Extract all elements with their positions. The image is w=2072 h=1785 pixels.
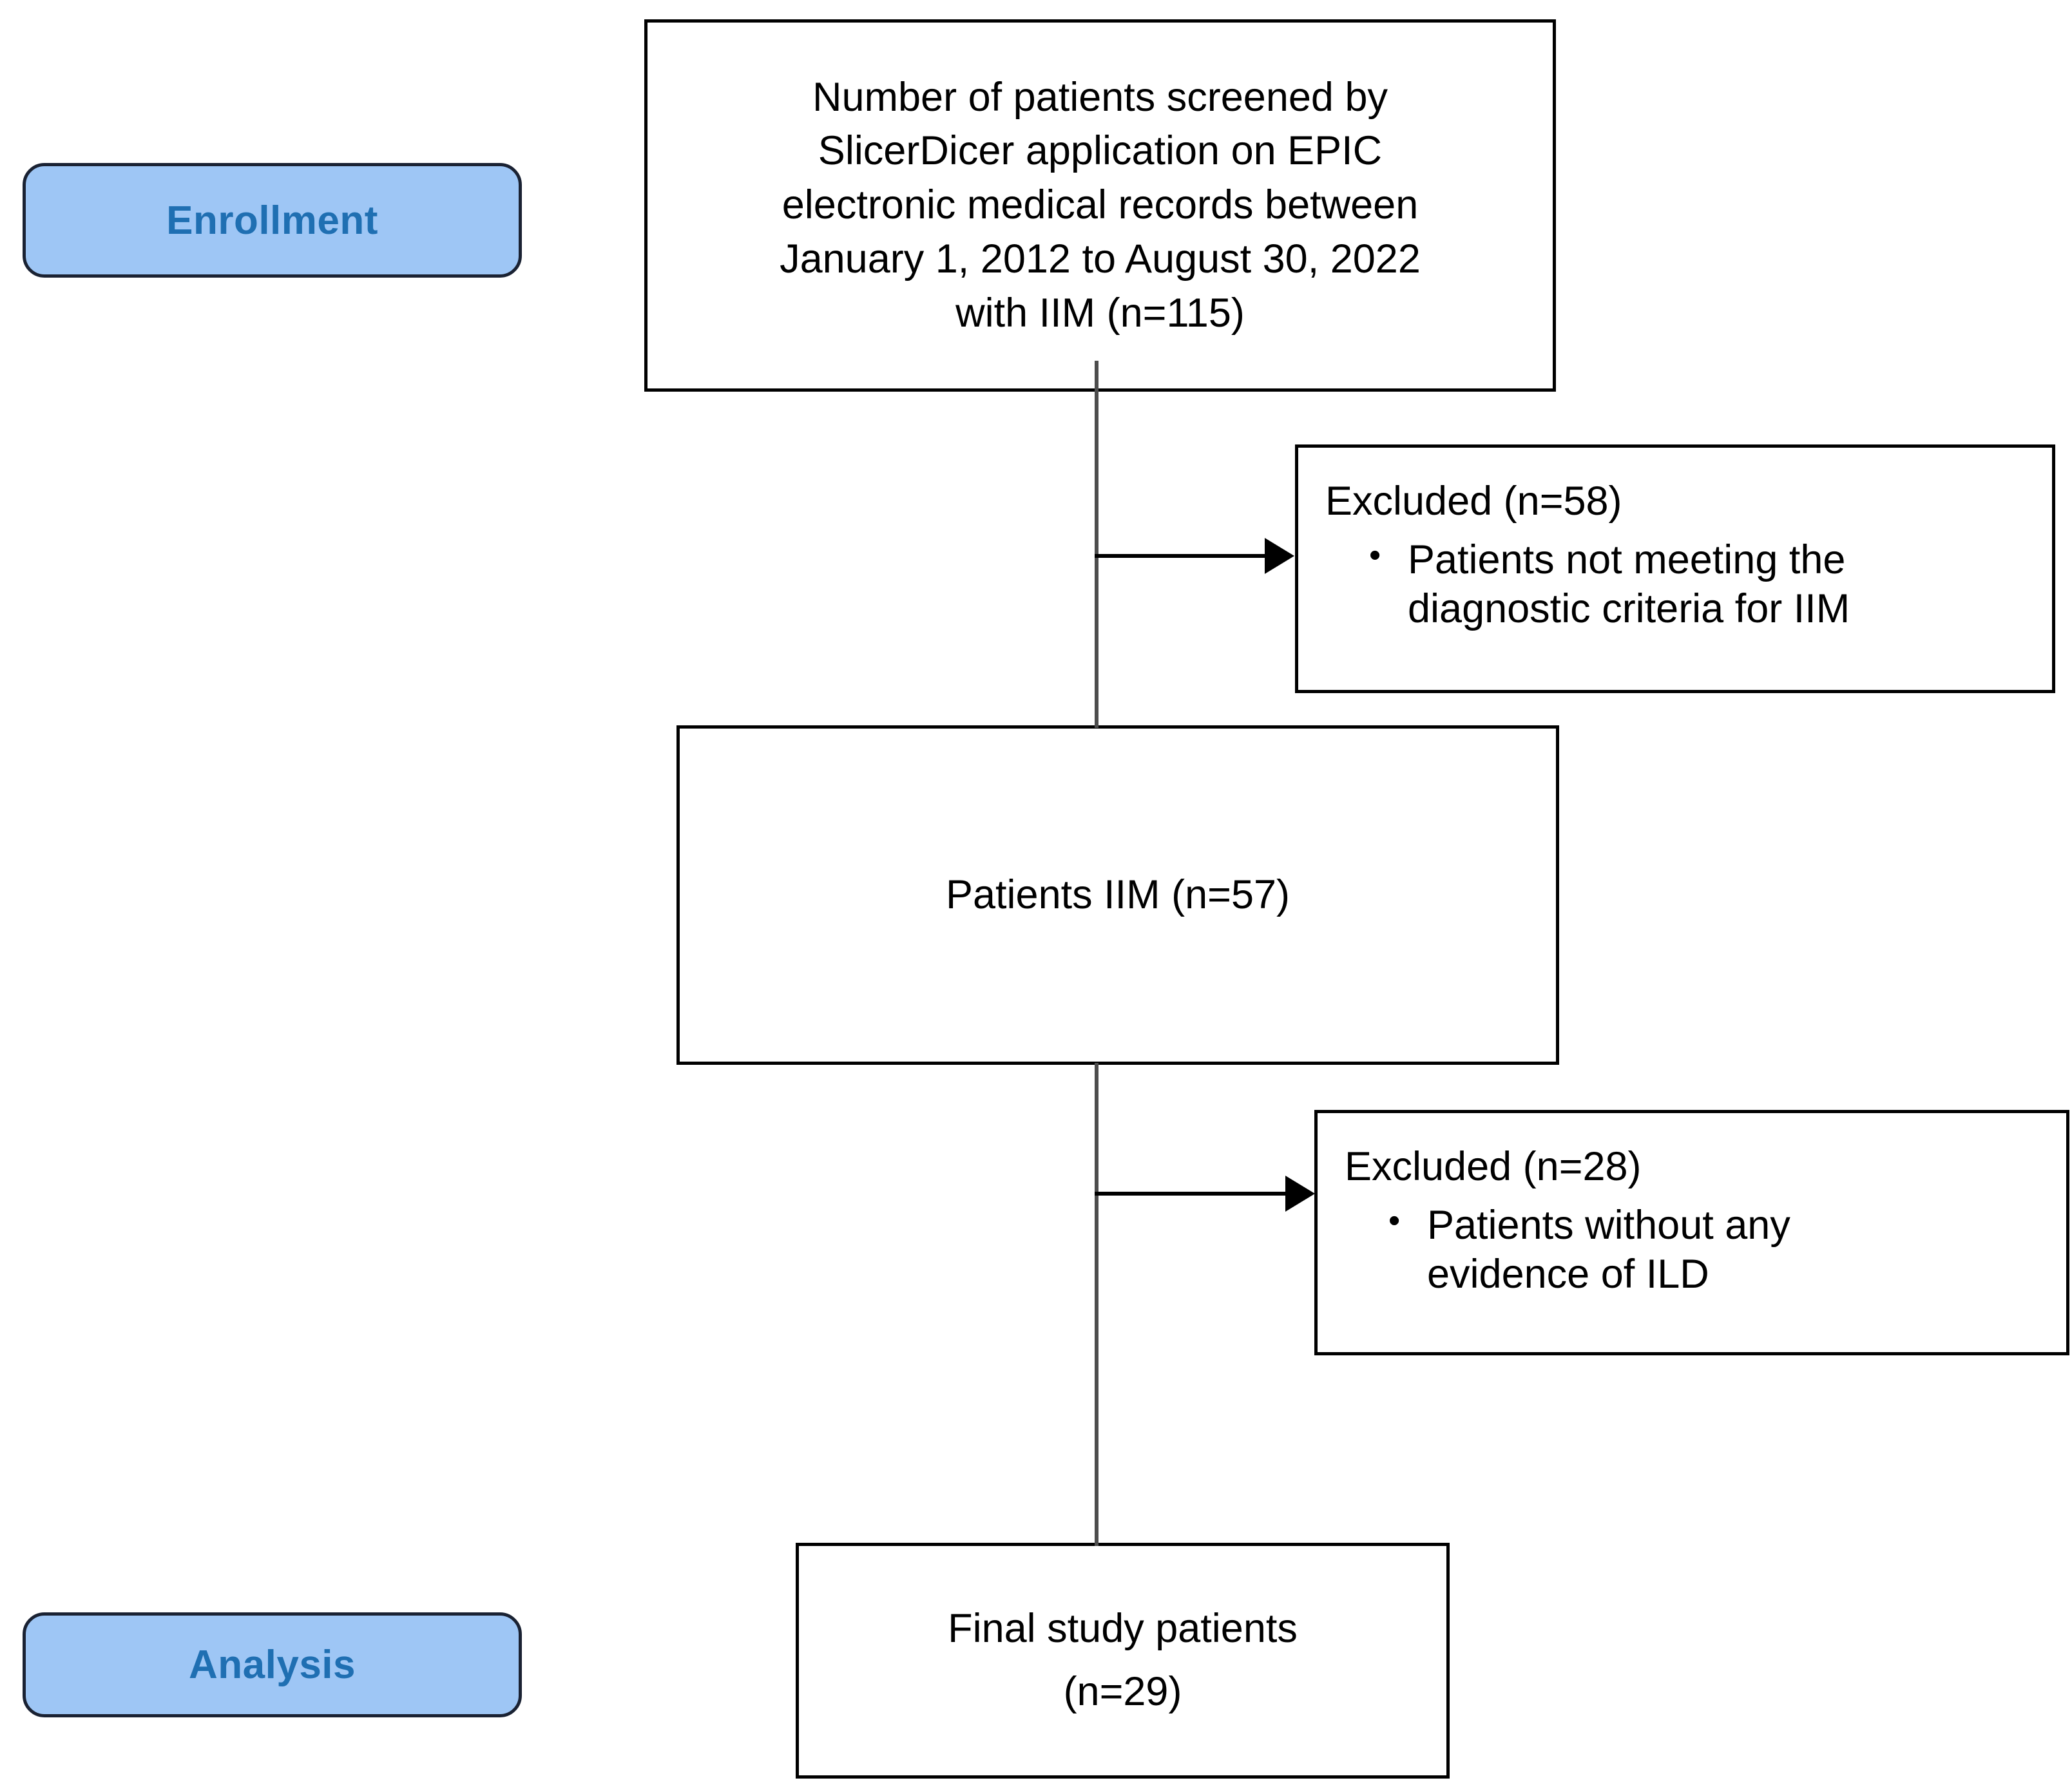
node-excluded-1-bullet-text: Patients not meeting the diagnostic crit…: [1408, 535, 1850, 635]
node-excluded-2-bullet-text: Patients without any evidence of ILD: [1427, 1201, 1790, 1300]
stage-label-enrollment: Enrollment: [23, 163, 522, 278]
node-excluded-1-bullet-line-1: Patients not meeting the: [1408, 537, 1846, 582]
connector-to-excluded-2: [1095, 1192, 1288, 1196]
node-excluded-1-bullet-line-2: diagnostic criteria for IIM: [1408, 586, 1850, 632]
bullet-point-icon: •: [1369, 536, 1381, 574]
node-patients-iim-line-1: Patients IIM (n=57): [946, 872, 1290, 917]
node-final-line-1: Final study patients: [948, 1606, 1298, 1652]
arrow-head-icon: [1265, 538, 1294, 574]
node-screened-line-2: SlicerDicer application on EPIC: [818, 128, 1383, 174]
node-final-line-2: (n=29): [1063, 1669, 1182, 1714]
node-screened-patients: Number of patients screened by SlicerDic…: [644, 19, 1556, 392]
connector-iim-to-final: [1095, 1063, 1098, 1546]
connector-screened-to-iim: [1095, 361, 1098, 728]
node-excluded-2-bullet-line-2: evidence of ILD: [1427, 1252, 1709, 1297]
stage-label-analysis: Analysis: [23, 1612, 522, 1717]
node-excluded-no-ild-evidence: Excluded (n=28) • Patients without any e…: [1314, 1110, 2069, 1355]
node-excluded-2-title: Excluded (n=28): [1345, 1144, 1642, 1189]
arrow-head-icon: [1285, 1176, 1315, 1212]
node-excluded-1-bullet: • Patients not meeting the diagnostic cr…: [1325, 535, 1850, 635]
node-screened-line-1: Number of patients screened by: [812, 74, 1388, 120]
node-screened-line-4: January 1, 2012 to August 30, 2022: [780, 236, 1421, 282]
stage-label-enrollment-text: Enrollment: [166, 198, 378, 243]
node-final-study-patients: Final study patients (n=29): [796, 1543, 1450, 1779]
connector-to-excluded-1: [1095, 554, 1269, 558]
node-excluded-2-bullet: • Patients without any evidence of ILD: [1345, 1201, 1790, 1300]
node-screened-line-5: with IIM (n=115): [955, 290, 1245, 336]
node-excluded-2-bullet-line-1: Patients without any: [1427, 1202, 1790, 1248]
node-excluded-not-meeting-criteria: Excluded (n=58) • Patients not meeting t…: [1295, 444, 2055, 693]
node-screened-line-3: electronic medical records between: [782, 182, 1419, 228]
stage-label-analysis-text: Analysis: [188, 1643, 356, 1687]
node-patients-iim: Patients IIM (n=57): [676, 725, 1559, 1065]
bullet-point-icon: •: [1388, 1201, 1401, 1239]
node-excluded-1-title: Excluded (n=58): [1325, 479, 1622, 524]
